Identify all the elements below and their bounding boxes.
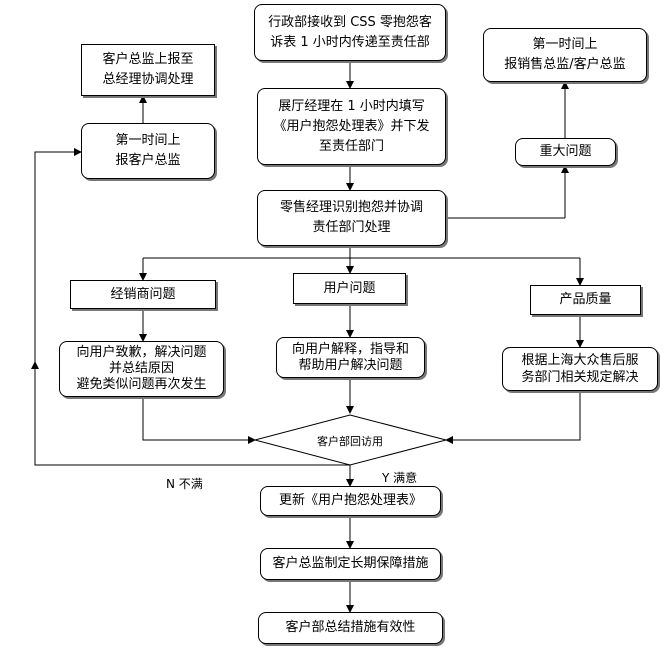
node-product-quality: 产品质量	[530, 285, 641, 315]
arrow-product-action-to-diamond	[445, 391, 581, 444]
node-summary: 客户部总结措施有效性	[258, 612, 443, 644]
node-product-action: 根据上海大众售后服 务部门相关规定解决	[502, 347, 658, 391]
label-not-satisfied: N 不满	[166, 477, 203, 491]
arrow-dealer-action-to-diamond	[142, 397, 256, 444]
node-dealer-action: 向用户致歉，解决问题 并总结原因 避免类似问题再次发生	[59, 341, 224, 397]
node-customer-director: 客户总监上报至 总经理协调处理	[81, 44, 215, 96]
arrow-not-satisfied-loop	[34, 148, 350, 466]
node-revisit: 客户部回访用	[317, 435, 383, 448]
node-update-form: 更新《用户抱怨处理表》	[260, 486, 441, 516]
node-user-issue: 用户问题	[293, 273, 406, 304]
node-manager-fill: 展厅经理在 1 小时内填写 《用户抱怨处理表》并下发 至责任部门	[257, 88, 446, 165]
label-satisfied: Y 满意	[382, 471, 418, 485]
node-report-customer: 第一时间上 报客户总监	[81, 123, 215, 179]
node-dealer-issue: 经销商问题	[70, 280, 216, 309]
node-retail-identify: 零售经理识别抱怨并协调 责任部门处理	[257, 190, 446, 246]
node-long-term: 客户总监制定长期保障措施	[260, 548, 441, 580]
node-receive: 行政部接收到 CSS 零抱怨客 诉表 1 小时内传递至责任部	[254, 4, 446, 61]
revisit-diamond	[253, 414, 448, 466]
node-user-action: 向用户解释，指导和 帮助用户解决问题	[276, 337, 425, 378]
node-major-issue: 重大问题	[515, 138, 616, 166]
node-report-sales: 第一时间上 报销售总监/客户总监	[483, 28, 647, 82]
